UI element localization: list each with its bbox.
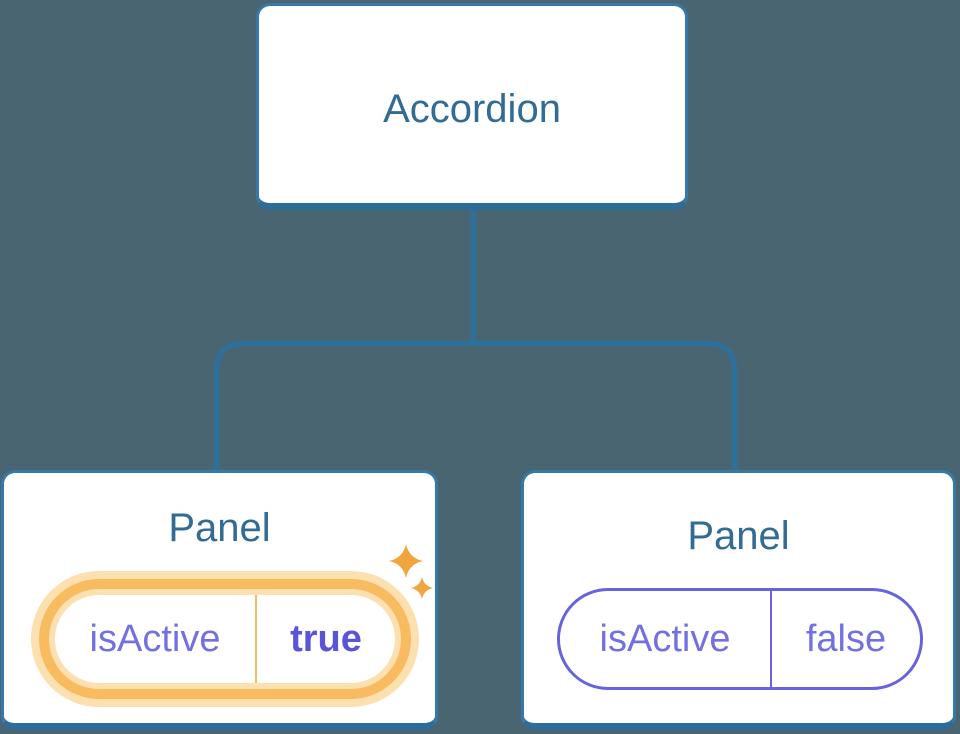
prop-value: false: [805, 617, 887, 660]
accordion-label: Accordion: [383, 87, 561, 131]
connector-branch: [213, 340, 738, 471]
prop-pill-active: isActive true: [31, 571, 419, 707]
accordion-node: Accordion: [256, 3, 688, 210]
sparkle-icon: [389, 544, 433, 599]
prop-value: true: [290, 617, 362, 660]
prop-name: isActive: [89, 617, 221, 660]
panel-label: Panel: [168, 506, 271, 550]
pill-divider: [255, 595, 257, 683]
panel-node-inactive: Panel isActive false: [521, 470, 956, 730]
panel-node-active: Panel isActive true: [1, 470, 438, 730]
prop-name: isActive: [599, 617, 731, 660]
prop-pill-inactive: isActive false: [557, 588, 923, 690]
prop-pill-ring: isActive true: [39, 579, 411, 699]
panel-label: Panel: [687, 514, 790, 558]
pill-divider: [770, 591, 772, 687]
